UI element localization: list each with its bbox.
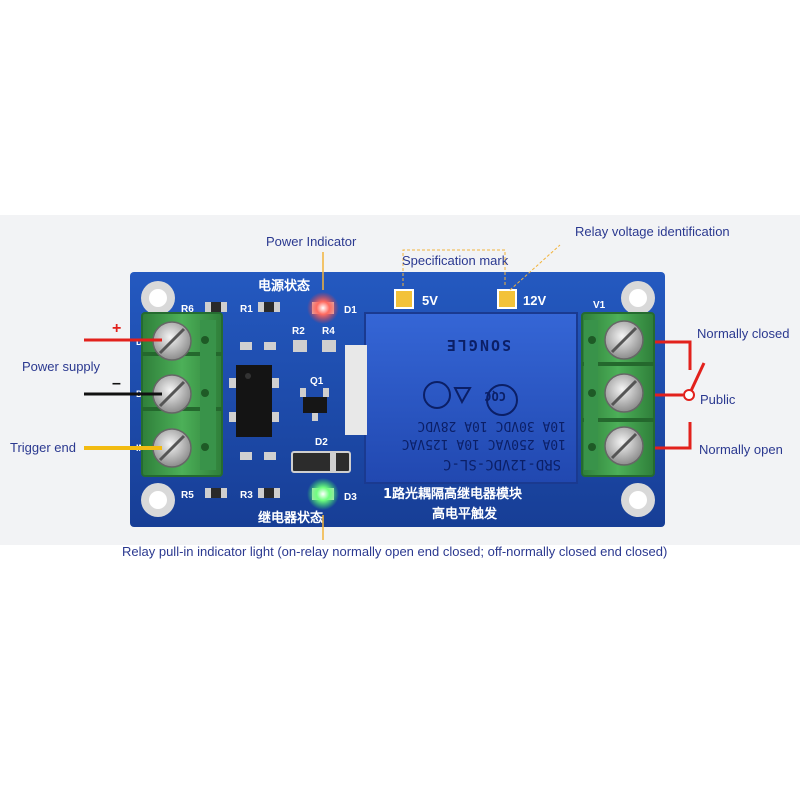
label-relay-status-cn: 继电器状态 [258,510,323,526]
label-d2: D2 [315,437,328,448]
label-r1: R1 [240,304,253,315]
relay-cqc-logo-icon [486,384,518,416]
relay-model: SRD-12VDC-SL-C [443,456,561,472]
relay-side-bracket [345,345,367,435]
callout-pull-in-light: Relay pull-in indicator light (on-relay … [122,544,667,559]
screw-normally-closed [604,320,644,360]
minus-sign: – [112,375,121,392]
relay-switch-schematic [655,340,706,450]
callout-power-supply: Power supply [22,359,101,374]
plus-sign: + [112,320,121,337]
label-r5: R5 [181,490,194,501]
pad-12v [497,289,517,309]
label-12v: 12V [523,293,546,308]
pad-5v [394,289,414,309]
transistor-q1 [300,388,329,421]
relay-rating-2: 10A 30VDC 10A 28VDC [417,418,566,433]
optocoupler-chip [229,342,279,460]
relay-status-led [307,478,339,510]
power-indicator-led [307,292,339,324]
screw-normally-open [604,426,644,466]
callout-power-indicator: Power Indicator [266,234,357,249]
callout-relay-voltage: Relay voltage identification [575,224,730,239]
label-r2: R2 [292,326,305,337]
label-r3: R3 [240,490,253,501]
callout-spec-mark: Specification mark [402,253,509,268]
screw-public [604,373,644,413]
warning-triangle-icon [453,387,472,405]
relay-block: SRD-12VDC-SL-C 10A 250VAC 10A 125VAC 10A… [345,312,578,484]
callout-public: Public [700,392,736,407]
resistor-r4 [322,340,336,352]
callout-normally-closed: Normally closed [697,326,789,341]
leader-spec-mark [402,249,506,286]
callout-trigger-end: Trigger end [10,440,76,455]
label-power-status-cn: 电源状态 [258,278,310,294]
callout-normally-open: Normally open [699,442,783,457]
relay-brand: SONGLE [445,336,511,354]
label-r4: R4 [322,326,335,337]
label-d1: D1 [344,305,357,316]
diode-d2 [291,451,351,473]
board-title-line1: 1路光耦隔高继电器模块 [383,486,523,502]
mounting-hole [141,281,175,315]
relay-cert-logo-icon [423,381,451,409]
label-5v: 5V [422,293,438,308]
board-title-line2: 高电平触发 [432,506,498,522]
leader-relay-voltage [509,244,561,291]
mounting-hole [621,483,655,517]
mounting-hole [141,483,175,517]
relay-rating-1: 10A 250VAC 10A 125VAC [402,436,566,451]
label-v1: V1 [593,300,606,311]
mounting-hole [621,281,655,315]
label-d3: D3 [344,492,357,503]
resistor-r2 [293,340,307,352]
label-r6: R6 [181,304,194,315]
label-q1: Q1 [310,376,324,387]
